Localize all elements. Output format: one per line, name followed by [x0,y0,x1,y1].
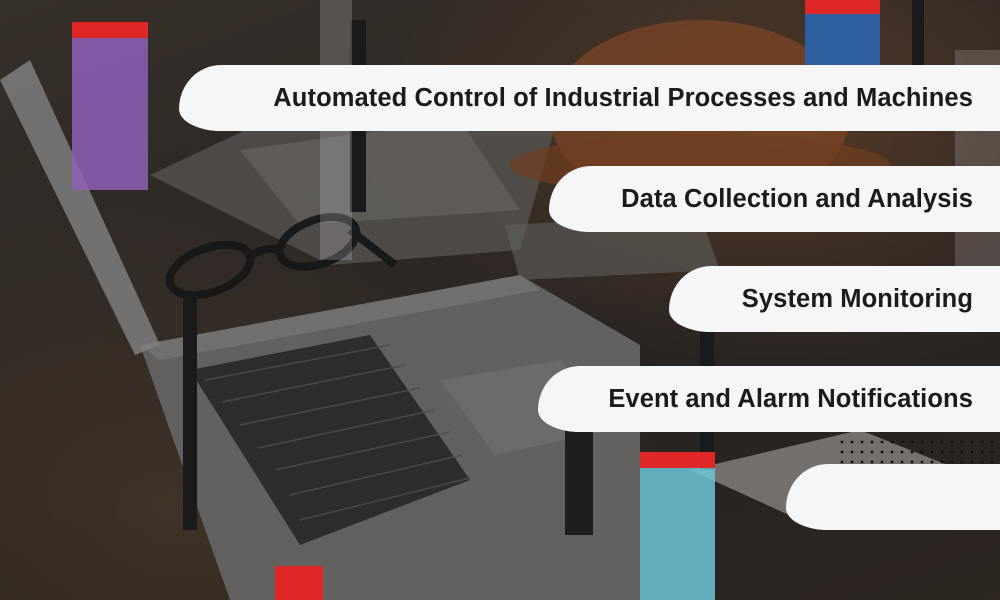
feature-label: System Monitoring [741,284,973,313]
feature-pill: System Monitoring [669,266,1000,332]
dark-line [183,295,197,530]
red-block-top [805,0,880,14]
red-cap [72,22,148,38]
dark-line [912,0,924,72]
feature-pill [786,464,1000,530]
feature-pill: Data Collection and Analysis [549,166,1000,232]
teal-block [640,465,715,600]
purple-bar [72,22,148,190]
feature-pill: Event and Alarm Notifications [538,366,1000,432]
dark-line [565,430,593,535]
feature-label: Event and Alarm Notifications [608,384,973,413]
feature-pill: Automated Control of Industrial Processe… [179,65,1000,131]
red-cap [640,452,715,468]
red-square [275,566,323,600]
feature-label: Data Collection and Analysis [621,184,973,213]
feature-label: Automated Control of Industrial Processe… [273,83,973,112]
